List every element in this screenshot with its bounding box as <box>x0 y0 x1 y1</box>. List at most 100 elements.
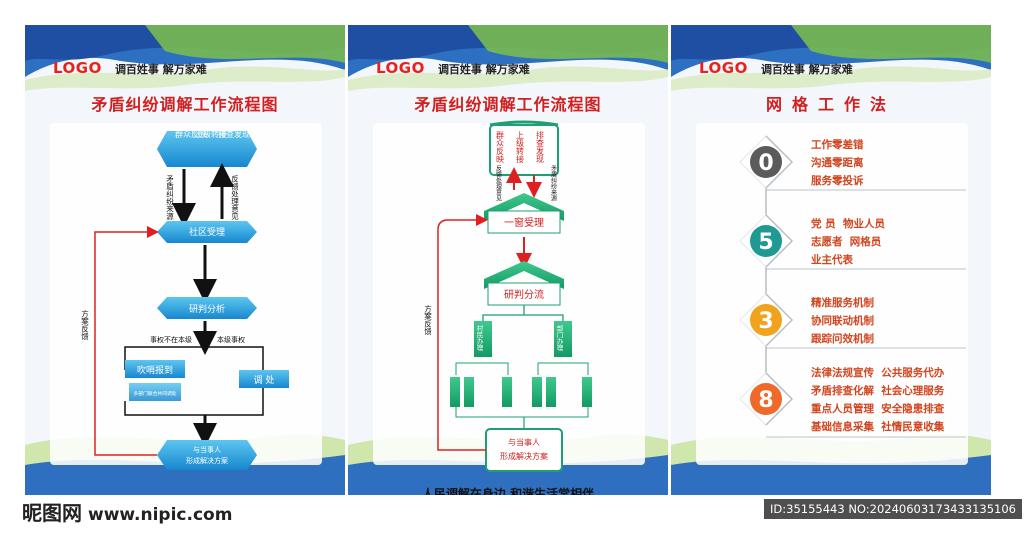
grid-item-text: 业主代表 <box>811 253 853 266</box>
top-col1: 群众反映 <box>496 130 505 164</box>
sub-box <box>546 377 556 407</box>
grid-item-text: 基础信息采集 社情民意收集 <box>810 420 945 433</box>
grid-item-text: 沟通零距离 <box>811 156 864 169</box>
branch-left-label: 事权不在本级 <box>150 335 192 344</box>
source-box <box>489 124 559 176</box>
grid-item-text: 精准服务机制 <box>811 296 874 309</box>
logo-row: LOGO 调百姓事 解万家难 <box>53 58 207 77</box>
final-line1: 与当事人 <box>508 437 540 447</box>
poster-panel-2: LOGO 调百姓事 解万家难 矛盾纠纷调解工作流程图 群众反映 上级转接 排查发… <box>348 25 668 495</box>
watermark-brand: 昵图网 <box>22 501 82 525</box>
flowchart-2: 群众反映 上级转接 排查发现 反馈处理意见 矛盾纠纷来源 一窗受理 研判分流 村… <box>423 120 592 472</box>
final-box <box>485 428 563 472</box>
logo-text: LOGO <box>376 59 425 77</box>
final-line2: 形成解决方案 <box>186 456 228 465</box>
whistle-label: 吹哨报到 <box>137 364 173 376</box>
logo-text: LOGO <box>699 59 748 77</box>
branch-right-label: 本级事权 <box>217 335 245 344</box>
merge-line <box>455 407 589 418</box>
arrow-up-label: 反馈处理意见 <box>230 174 239 222</box>
final-line2: 形成解决方案 <box>500 451 548 461</box>
right-label: 矛盾纠纷来源 <box>550 164 557 202</box>
poster-panel-1: LOGO 调百姓事 解万家难 矛盾纠纷调解工作流程图 群众反映 上级转接 排查发… <box>25 25 345 495</box>
final-line1: 与当事人 <box>193 445 221 454</box>
dept-box <box>554 321 572 357</box>
window-box <box>487 210 561 234</box>
community-label: 社区受理 <box>189 226 225 238</box>
number-circle <box>750 225 782 257</box>
sub-branch-left <box>455 362 509 375</box>
motto: 人民调解在身边 和谐生活常相伴 <box>421 487 595 495</box>
branch-line <box>482 314 564 340</box>
feedback-loop <box>437 214 488 451</box>
slogan: 调百姓事 解万家难 <box>114 63 207 76</box>
panel-title: 网格工作法 <box>765 95 896 114</box>
panel-title: 矛盾纠纷调解工作流程图 <box>414 95 602 114</box>
number-label: 0 <box>758 151 773 176</box>
dept-label: 部门办理 <box>555 324 563 352</box>
feedback-loop <box>94 226 159 456</box>
grid-item-text: 协同联动机制 <box>811 314 874 327</box>
analysis-chevron <box>484 261 564 289</box>
arrow-down-label: 矛盾纠纷来源 <box>165 175 174 222</box>
grid-item-text: 工作零差错 <box>811 138 864 151</box>
window-label: 一窗受理 <box>504 216 544 229</box>
analysis-label: 研判分析 <box>189 303 225 315</box>
whistle-sub-label: 多部门联合共同调处 <box>133 390 176 397</box>
whistle-box <box>125 360 185 378</box>
village-box <box>474 321 492 357</box>
diamond-edge <box>765 135 794 189</box>
box-top-mid: 上级转接 <box>195 129 227 139</box>
community-box <box>157 221 257 243</box>
village-label: 村民办理 <box>475 324 483 352</box>
top-col3: 排查发现 <box>536 130 545 164</box>
left-label: 反馈处理意见 <box>495 164 502 202</box>
slogan: 调百姓事 解万家难 <box>437 63 530 76</box>
number-label: 5 <box>758 230 773 255</box>
poster-panel-3: LOGO 调百姓事 解万家难 网格工作法 0 工作零差错沟通零距离服务零投诉 5 党 … <box>671 25 991 495</box>
number-circle <box>750 383 782 415</box>
logo-text: LOGO <box>53 59 102 77</box>
grid-item-text: 跟踪问效机制 <box>811 332 874 345</box>
box-top-left: 群众反映 <box>175 129 207 139</box>
source-hexagon <box>157 131 257 167</box>
sub-box <box>450 377 460 407</box>
feedback-label: 方案反馈 <box>80 309 89 342</box>
branch-line <box>124 346 264 370</box>
analysis-box <box>157 297 257 319</box>
number-circle <box>750 304 782 336</box>
diamond-edge <box>765 214 794 268</box>
number-label: 3 <box>758 309 773 334</box>
sub-box <box>532 377 542 407</box>
logo-row: LOGO 调百姓事 解万家难 <box>699 58 853 77</box>
grid-card <box>696 123 968 465</box>
grid-item-text: 矛盾排查化解 社会心理服务 <box>810 384 945 397</box>
watermark-left: 昵图网 www.nipic.com <box>22 497 232 526</box>
window-chevron <box>484 193 564 221</box>
panel-title: 矛盾纠纷调解工作流程图 <box>91 95 279 114</box>
grid-item-text: 志愿者 网格员 <box>811 235 882 248</box>
watermark-url: www.nipic.com <box>88 505 233 525</box>
diamond-edge <box>765 372 794 426</box>
sub-box <box>464 377 474 407</box>
feedback-label: 方案反馈 <box>423 304 432 337</box>
merge-line <box>124 388 264 416</box>
grid-item-text: 服务零投诉 <box>811 174 864 187</box>
flowchart-1: 群众反映 上级转接 排查发现 矛盾纠纷来源 反馈处理意见 社区受理 研判分析 事… <box>80 129 289 470</box>
sub-box <box>502 377 512 407</box>
watermark-id: ID:35155443 NO:20240603173433135106 <box>764 499 1022 519</box>
slogan: 调百姓事 解万家难 <box>760 63 853 76</box>
logo-row: LOGO 调百姓事 解万家难 <box>376 58 530 77</box>
number-circle <box>750 146 782 178</box>
whistle-sub-box <box>129 383 181 401</box>
analysis-label: 研判分流 <box>504 288 544 301</box>
mediate-label: 调 处 <box>254 374 275 386</box>
top-col2: 上级转接 <box>516 131 525 164</box>
grid-item-text: 党 员 物业人员 <box>811 217 885 230</box>
diamond-edge <box>765 293 794 347</box>
